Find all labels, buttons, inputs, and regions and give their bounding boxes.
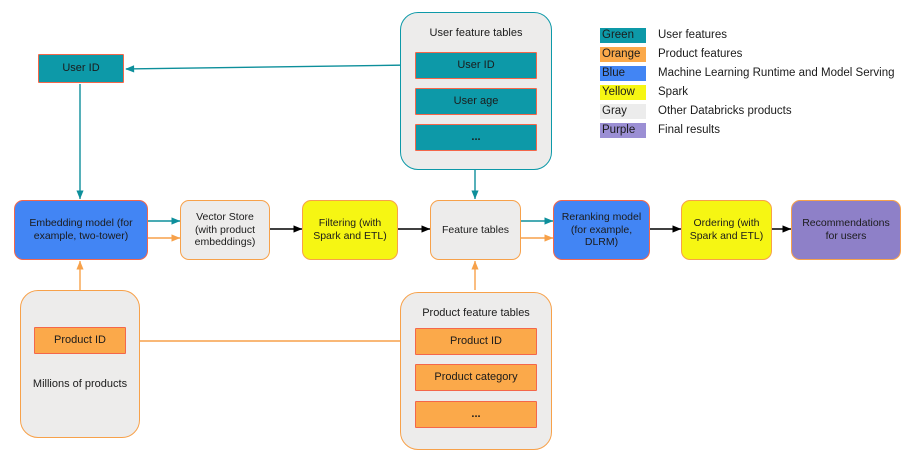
- legend: Green User features Orange Product featu…: [600, 26, 916, 140]
- product-feature-row-more-label: ...: [471, 407, 481, 420]
- node-embedding-model: Embedding model (for example, two-tower): [14, 200, 148, 260]
- node-reranking-model: Reranking model (for example, DLRM): [553, 200, 650, 260]
- group-product-feature-tables-title: Product feature tables: [422, 307, 530, 319]
- group-user-feature-tables-title: User feature tables: [429, 27, 523, 39]
- legend-text-blue: Machine Learning Runtime and Model Servi…: [658, 67, 895, 79]
- node-filtering-label: Filtering (with Spark and ETL): [313, 217, 387, 242]
- product-id-source-box: Product ID: [34, 327, 126, 354]
- legend-swatch-purple: Purple: [600, 122, 646, 138]
- legend-text-gray: Other Databricks products: [658, 105, 792, 117]
- group-millions-of-products-caption: Millions of products: [32, 378, 128, 390]
- node-embedding-model-label: Embedding model (for example, two-tower): [29, 217, 133, 242]
- user-feature-row-more: ...: [415, 124, 537, 151]
- user-feature-row-user-age: User age: [415, 88, 537, 115]
- legend-item-green: Green User features: [600, 26, 916, 44]
- legend-swatch-yellow: Yellow: [600, 84, 646, 100]
- node-vector-store-label: Vector Store (with product embeddings): [194, 210, 256, 249]
- node-filtering: Filtering (with Spark and ETL): [302, 200, 398, 260]
- product-feature-row-product-id-label: Product ID: [450, 334, 502, 347]
- group-millions-of-products: [20, 290, 140, 438]
- product-feature-row-product-id: Product ID: [415, 328, 537, 355]
- user-id-source-box: User ID: [38, 54, 124, 83]
- legend-swatch-green: Green: [600, 27, 646, 43]
- user-feature-row-user-age-label: User age: [453, 94, 499, 107]
- node-vector-store: Vector Store (with product embeddings): [180, 200, 270, 260]
- legend-item-orange: Orange Product features: [600, 45, 916, 63]
- node-feature-tables-label: Feature tables: [441, 223, 510, 236]
- legend-swatch-orange: Orange: [600, 46, 646, 62]
- product-feature-row-more: ...: [415, 401, 537, 428]
- legend-item-yellow: Yellow Spark: [600, 83, 916, 101]
- user-feature-row-user-id-label: User ID: [457, 58, 495, 71]
- node-feature-tables: Feature tables: [430, 200, 521, 260]
- node-reranking-model-label: Reranking model (for example, DLRM): [561, 210, 642, 249]
- legend-item-blue: Blue Machine Learning Runtime and Model …: [600, 64, 916, 82]
- legend-text-yellow: Spark: [658, 86, 689, 98]
- legend-text-green: User features: [658, 29, 728, 41]
- product-id-source-label: Product ID: [54, 333, 106, 346]
- connector-userid-to-userfeaturetables: [125, 61, 413, 73]
- legend-item-gray: Gray Other Databricks products: [600, 102, 916, 120]
- user-feature-row-user-id: User ID: [415, 52, 537, 79]
- legend-swatch-blue: Blue: [600, 65, 646, 81]
- legend-text-orange: Product features: [658, 48, 743, 60]
- node-ordering-label: Ordering (with Spark and ETL): [689, 217, 764, 242]
- legend-item-purple: Purple Final results: [600, 121, 916, 139]
- legend-text-purple: Final results: [658, 124, 720, 136]
- node-recommendations: Recommendations for users: [791, 200, 901, 260]
- user-feature-row-more-label: ...: [471, 130, 481, 143]
- node-ordering: Ordering (with Spark and ETL): [681, 200, 772, 260]
- user-id-source-label: User ID: [62, 61, 100, 74]
- legend-swatch-gray: Gray: [600, 103, 646, 119]
- product-feature-row-product-category-label: Product category: [434, 370, 518, 383]
- product-feature-row-product-category: Product category: [415, 364, 537, 391]
- node-recommendations-label: Recommendations for users: [802, 217, 890, 242]
